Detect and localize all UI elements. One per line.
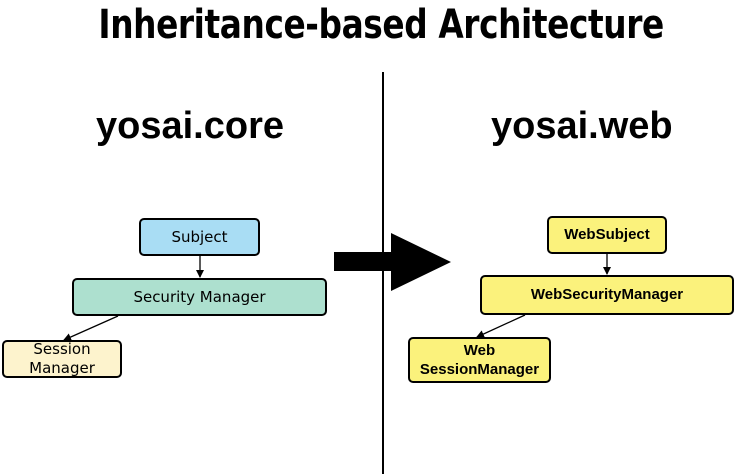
core-security-to-session-arrow [63, 315, 119, 341]
section-divider [382, 72, 384, 474]
core-section-title: yosai.core [96, 105, 284, 147]
diagram-title: Inheritance-based Architecture [98, 2, 664, 48]
web-security-to-session-arrow [476, 314, 526, 338]
session-manager-label-line1: Session [33, 340, 91, 358]
web-security-manager-label: WebSecurityManager [530, 286, 684, 303]
subject-label: Subject [171, 228, 228, 246]
web-subject-box: WebSubject [547, 216, 667, 254]
web-session-manager-box: Web SessionManager [408, 337, 551, 383]
security-manager-label: Security Manager [133, 288, 266, 306]
session-manager-box: Session Manager [2, 340, 122, 378]
session-manager-label-line2: Manager [29, 359, 95, 377]
subject-box: Subject [139, 218, 260, 256]
web-section-title: yosai.web [491, 105, 673, 147]
web-session-manager-label-line1: Web [463, 342, 496, 359]
web-security-manager-box: WebSecurityManager [480, 275, 734, 315]
transition-arrow-icon [334, 233, 451, 291]
security-manager-box: Security Manager [72, 278, 327, 316]
web-subject-label: WebSubject [564, 226, 650, 243]
web-session-manager-label-line2: SessionManager [419, 361, 540, 378]
